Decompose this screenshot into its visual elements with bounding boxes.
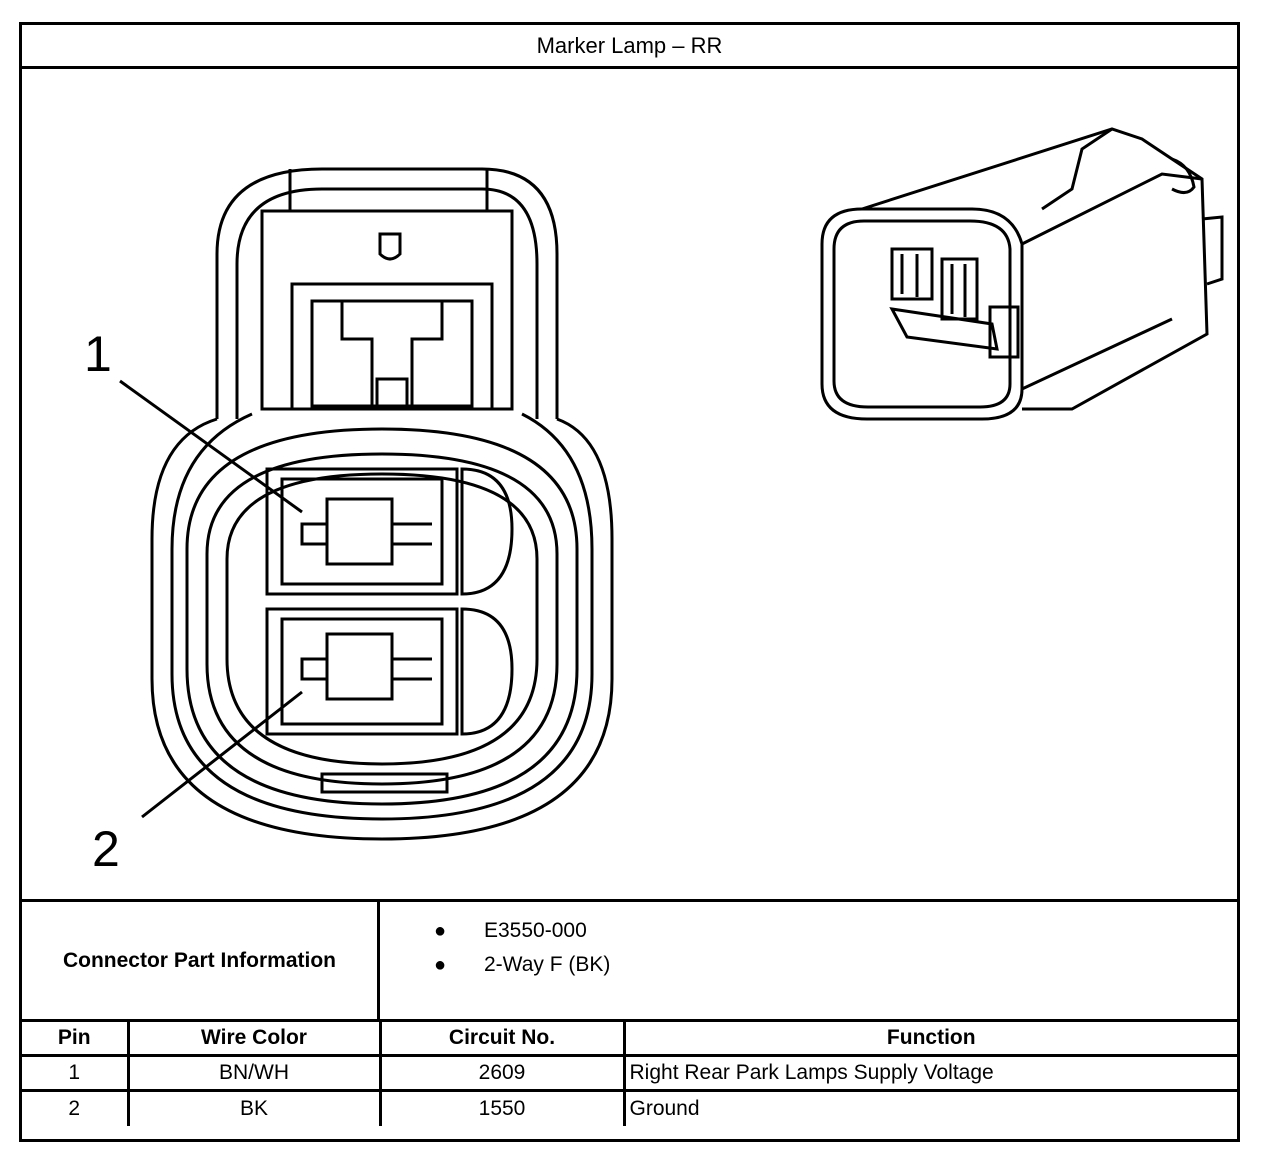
connector-isometric-view — [820, 127, 1224, 421]
page-title: Marker Lamp – RR — [22, 25, 1237, 69]
connector-type: 2-Way F (BK) — [484, 953, 611, 976]
function-cell: Ground — [622, 1089, 1237, 1126]
header-pin: Pin — [22, 1019, 130, 1057]
pin2-callout: 2 — [92, 821, 120, 877]
pin-cell: 1 — [22, 1054, 130, 1092]
connector-diagram: 1 2 — [22, 69, 1237, 899]
wire-color-cell: BK — [126, 1089, 382, 1126]
diagram-frame: Marker Lamp – RR — [19, 22, 1240, 1142]
table-row: 1 BN/WH 2609 Right Rear Park Lamps Suppl… — [22, 1054, 1237, 1092]
circuit-no-cell: 2609 — [378, 1054, 626, 1092]
pin1-callout: 1 — [84, 326, 112, 382]
connector-face-view — [150, 167, 614, 841]
header-function: Function — [622, 1019, 1237, 1057]
pin-table: Pin Wire Color Circuit No. Function 1 BN… — [22, 1019, 1237, 1126]
wire-color-cell: BN/WH — [126, 1054, 382, 1092]
bullet-icon: ● — [434, 920, 447, 942]
function-cell: Right Rear Park Lamps Supply Voltage — [622, 1054, 1237, 1092]
header-circuit-no: Circuit No. — [378, 1019, 626, 1057]
connector-part-info-label: Connector Part Information — [22, 902, 380, 1019]
bullet-icon: ● — [434, 954, 447, 976]
part-number: E3550-000 — [484, 919, 587, 942]
header-wire-color: Wire Color — [126, 1019, 382, 1057]
connector-part-info: Connector Part Information ● E3550-000 ●… — [22, 899, 1237, 1019]
part-info-item: ● 2-Way F (BK) — [434, 948, 610, 982]
connector-drawing: 1 2 — [84, 127, 1224, 877]
connector-part-info-list: ● E3550-000 ● 2-Way F (BK) — [434, 914, 610, 982]
pin2-leader — [141, 690, 303, 819]
circuit-no-cell: 1550 — [378, 1089, 626, 1126]
table-row: 2 BK 1550 Ground — [22, 1089, 1237, 1126]
pin-cell: 2 — [22, 1089, 130, 1126]
pin1-leader — [119, 379, 303, 514]
part-info-item: ● E3550-000 — [434, 914, 610, 948]
pin-table-header: Pin Wire Color Circuit No. Function — [22, 1019, 1237, 1057]
